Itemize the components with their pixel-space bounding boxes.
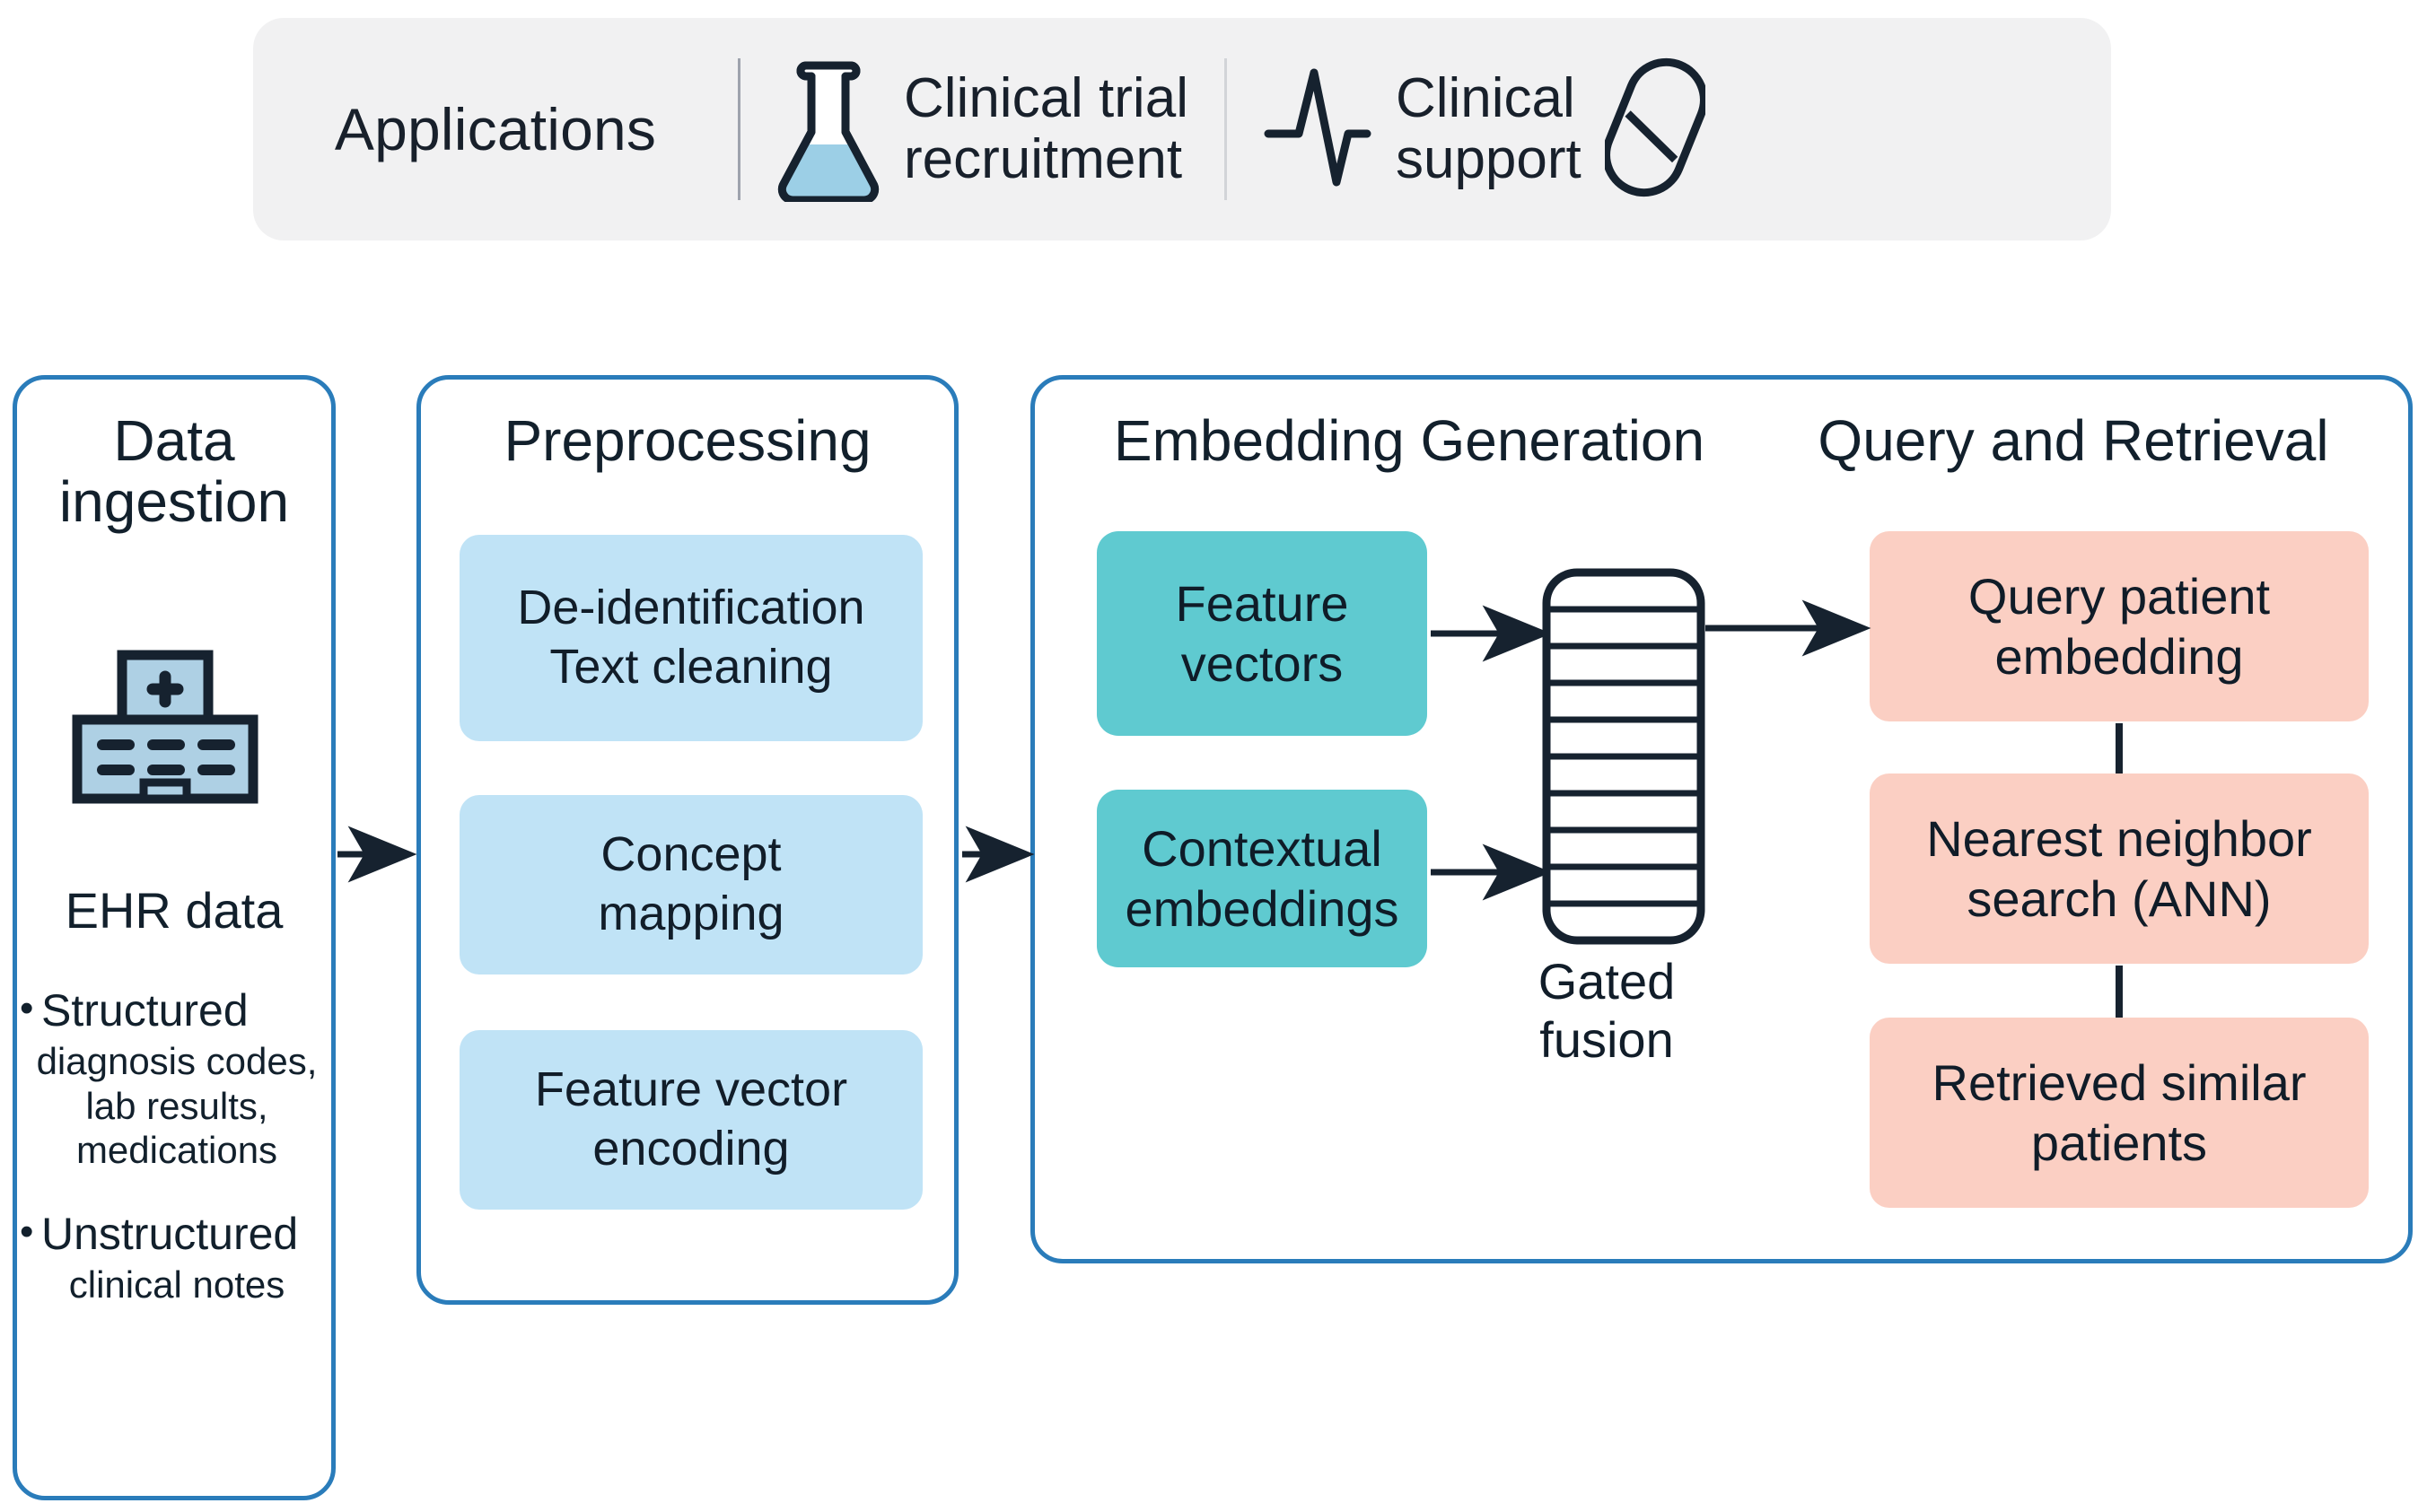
header-divider-1 [738, 58, 740, 200]
application-clinical-trial-recruitment[interactable]: Clinical trial recruitment [740, 53, 1224, 206]
embedding-input-feature-vectors[interactable]: Feature vectors [1097, 531, 1427, 736]
panel-data-ingestion [13, 375, 336, 1500]
preprocessing-step-concept-mapping[interactable]: Concept mapping [460, 795, 923, 974]
step-line: Text cleaning [549, 640, 833, 694]
step-line: Feature vector [534, 1062, 848, 1117]
retrieval-step-retrieved-similar-patients[interactable]: Retrieved similar patients [1870, 1018, 2369, 1208]
applications-bar: Applications Clinical trial recruitment … [253, 18, 2111, 240]
step-line: De-identification [517, 581, 865, 635]
step-line: Concept [600, 827, 782, 882]
retrieval-step-nearest-neighbor-search[interactable]: Nearest neighbor search (ANN) [1870, 773, 2369, 964]
flask-icon [776, 53, 881, 206]
hospital-icon [70, 648, 260, 810]
application-label: Clinical support [1395, 66, 1581, 190]
list-item-detail: diagnosis codes, lab results, medication… [36, 1040, 318, 1172]
list-item-label: Unstructured [41, 1208, 299, 1259]
box-line: Nearest neighbor [1926, 809, 2312, 867]
box-line: embeddings [1125, 880, 1399, 937]
pulse-icon [1263, 57, 1372, 203]
list-item-detail: clinical notes [68, 1263, 285, 1306]
preprocessing-step-feature-vector-encoding[interactable]: Feature vector encoding [460, 1030, 923, 1210]
box-line: patients [2030, 1114, 2208, 1171]
gated-fusion-label: Gated fusion [1538, 953, 1676, 1068]
panel-title-preprocessing: Preprocessing [504, 408, 872, 473]
pill-icon [1601, 51, 1708, 208]
panel-title-embedding-generation: Embedding Generation [1113, 408, 1705, 473]
box-line: vectors [1180, 635, 1344, 692]
retrieval-step-query-patient-embedding[interactable]: Query patient embedding [1870, 531, 2369, 721]
bullet-icon: • [20, 1209, 34, 1254]
box-line: Contextual [1142, 819, 1382, 877]
box-line: Feature [1175, 574, 1349, 632]
embedding-input-contextual-embeddings[interactable]: Contextual embeddings [1097, 790, 1427, 967]
application-clinical-support[interactable]: Clinical support [1227, 51, 1741, 208]
box-line: Query patient [1967, 567, 2271, 625]
panel-title-query-and-retrieval: Query and Retrieval [1818, 408, 2329, 473]
preprocessing-step-deidentification[interactable]: De-identification Text cleaning [460, 535, 923, 741]
ehr-data-label: EHR data [65, 882, 284, 939]
list-item-label: Structured [41, 985, 249, 1036]
list-item: • Unstructured [20, 1209, 334, 1259]
applications-title: Applications [334, 96, 657, 162]
panel-title-data-ingestion: Data ingestion [58, 408, 290, 534]
list-item: • Structured [20, 985, 334, 1036]
header-divider-2 [1223, 58, 1227, 200]
step-line: encoding [592, 1122, 790, 1176]
box-line: Retrieved similar [1932, 1053, 2307, 1111]
box-line: embedding [1994, 628, 2244, 685]
application-label: Clinical trial recruitment [904, 66, 1188, 190]
bullet-icon: • [20, 986, 34, 1030]
step-line: mapping [598, 887, 784, 940]
box-line: search (ANN) [1967, 870, 2272, 927]
ehr-data-bullets: • Structured diagnosis codes, lab result… [20, 985, 334, 1342]
